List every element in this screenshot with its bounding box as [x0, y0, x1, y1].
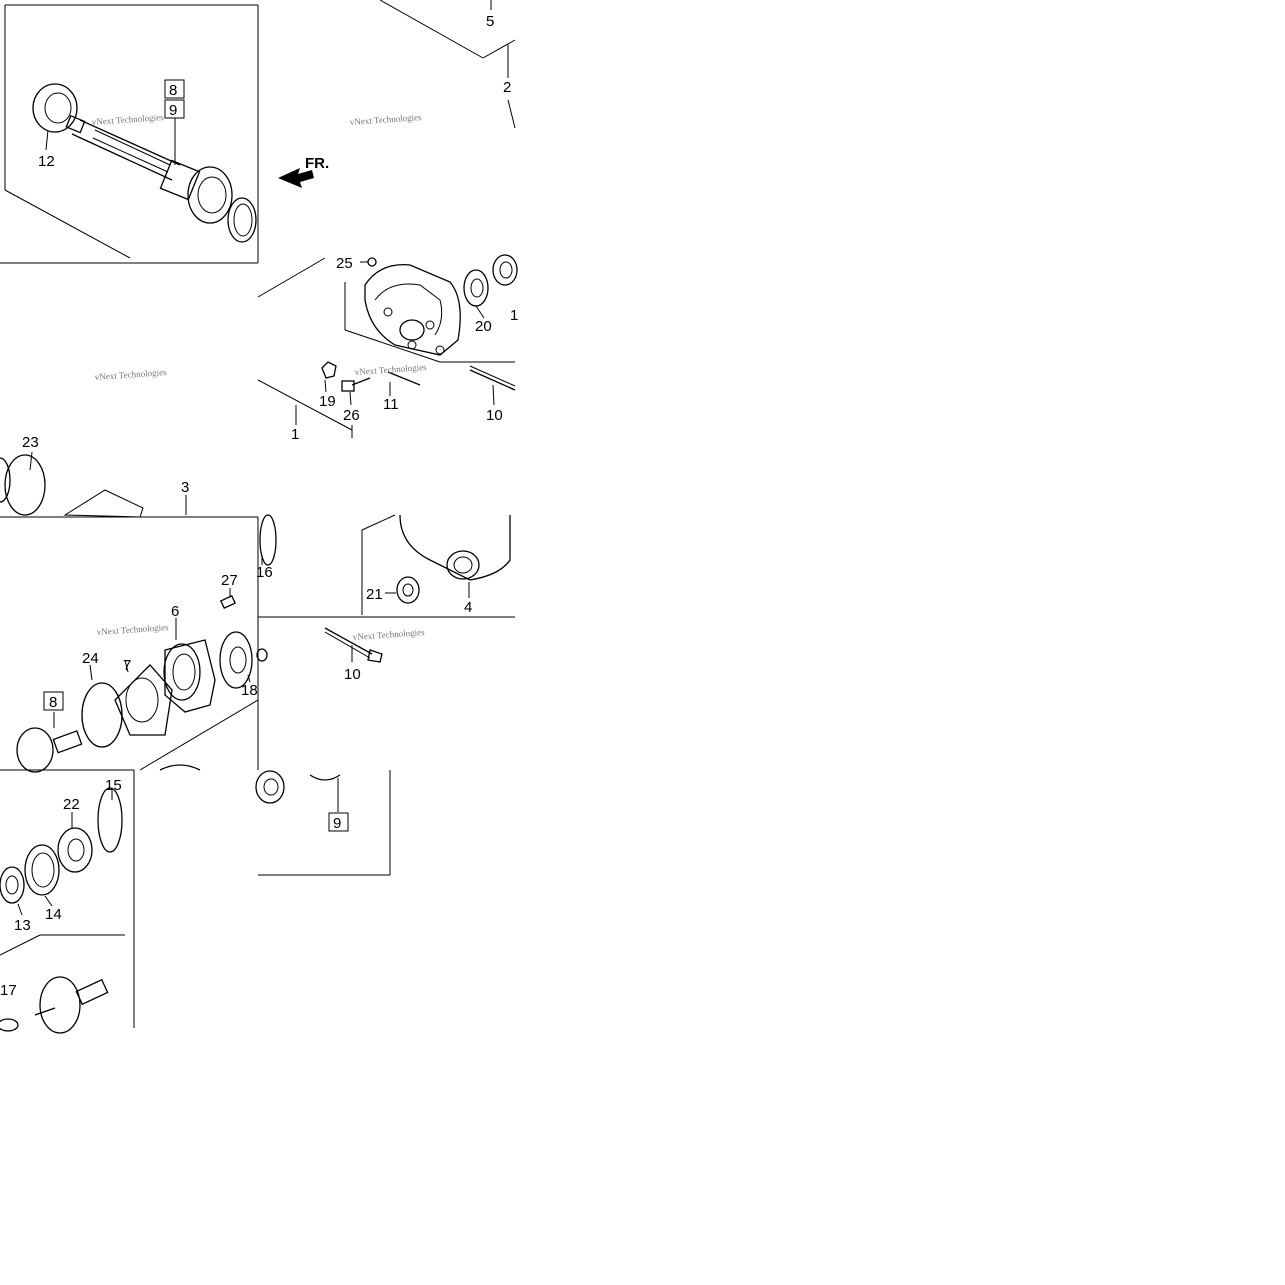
watermark: vNext Technologies	[91, 112, 164, 127]
callout-6: 6	[171, 603, 179, 620]
watermark: vNext Technologies	[94, 367, 167, 382]
watermark: vNext Technologies	[352, 627, 425, 642]
callout-18: 18	[241, 682, 258, 699]
bolt-27	[220, 594, 236, 610]
callout-19: 19	[319, 393, 336, 410]
watermark: vNext Technologies	[354, 362, 427, 377]
shim-ring	[227, 197, 257, 243]
snap-ring-15	[97, 787, 123, 853]
callout-13: 13	[14, 917, 31, 934]
cap-19	[321, 361, 337, 379]
panel-cover	[258, 514, 515, 663]
washer-25	[367, 257, 377, 267]
bearing-20	[463, 269, 489, 307]
oil-seal-12	[32, 83, 78, 133]
callout-26: 26	[343, 407, 360, 424]
o-ring-23	[4, 454, 46, 516]
callout-27: 27	[221, 572, 238, 589]
callout-4: 4	[464, 599, 472, 616]
callout-8-boxed-lower: 8	[49, 694, 57, 711]
callout-20: 20	[475, 318, 492, 335]
gear-pinion	[16, 727, 54, 773]
gear-17	[39, 976, 81, 1034]
watermarks: vNext Technologies vNext Technologies vN…	[91, 112, 427, 642]
callout-17: 17	[0, 982, 17, 999]
callout-11: 11	[383, 396, 399, 413]
nut-13	[0, 866, 25, 904]
callout-labels: 5 2 8 9 12 25 20 1 19 26 11 10 1 23 3 16…	[0, 13, 518, 999]
callout-23: 23	[22, 434, 39, 451]
panel-lower-middle	[159, 764, 391, 876]
front-direction-arrow: FR.	[278, 155, 329, 188]
callout-7: 7	[123, 657, 131, 674]
gear-14	[24, 844, 60, 896]
o-ring-24	[81, 682, 123, 748]
holder-6	[164, 639, 216, 713]
bearing-18	[219, 631, 253, 689]
gasket-7	[114, 664, 173, 736]
bearing-22	[57, 827, 93, 873]
cover-4	[399, 514, 511, 581]
callout-14: 14	[45, 906, 62, 923]
panel-housing	[257, 254, 518, 438]
panel-middle-left	[0, 451, 259, 770]
direction-label: FR.	[305, 155, 329, 172]
panel-top-left	[0, 4, 259, 264]
callout-8-boxed: 8	[169, 82, 177, 99]
callout-12: 12	[38, 153, 55, 170]
callout-25: 25	[336, 255, 353, 272]
callout-24: 24	[82, 650, 99, 667]
callout-9-boxed: 9	[169, 102, 177, 119]
watermark: vNext Technologies	[349, 112, 422, 127]
callout-1: 1	[291, 426, 299, 443]
callout-21: 21	[366, 586, 383, 603]
bearing-partial	[492, 254, 518, 286]
output-shaft	[65, 114, 233, 224]
callout-15: 15	[105, 777, 122, 794]
callout-1-right: 1	[510, 307, 518, 324]
callout-5: 5	[486, 13, 494, 30]
callout-2: 2	[503, 79, 511, 96]
panel-bottom-left	[0, 769, 135, 1034]
callout-3: 3	[181, 479, 189, 496]
callout-10-lower: 10	[344, 666, 361, 683]
bolt-26	[341, 380, 355, 392]
callout-10-upper: 10	[486, 407, 503, 424]
panel-bearing-holder	[16, 588, 268, 773]
callout-16: 16	[256, 564, 273, 581]
panel-top-right-corner	[379, 0, 516, 129]
callout-22: 22	[63, 796, 80, 813]
gear-case	[364, 264, 461, 356]
seal-21	[396, 576, 420, 604]
callout-9-boxed-lower: 9	[333, 815, 341, 832]
watermark: vNext Technologies	[96, 622, 169, 637]
